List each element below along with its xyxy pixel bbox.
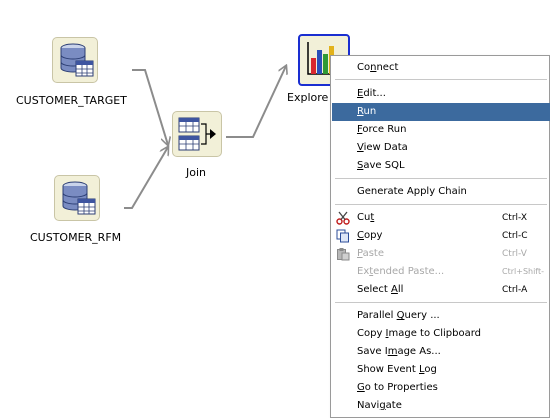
menu-item-connect[interactable]: Connect — [357, 62, 399, 73]
copy-icon — [336, 229, 350, 243]
scissors-icon — [336, 211, 350, 225]
node-label: Join — [186, 166, 207, 179]
menu-item-run[interactable]: Run — [332, 103, 550, 121]
menu-separator — [335, 204, 547, 205]
menu-item-cut[interactable]: Cut Ctrl-X — [332, 209, 550, 227]
menu-item-go-to-properties[interactable]: Go to Properties — [357, 382, 438, 393]
menu-item-edit[interactable]: Edit... — [357, 88, 386, 99]
menu-item-save-sql[interactable]: Save SQL — [357, 160, 405, 171]
menu-item-navigate[interactable]: Navigate — [357, 400, 402, 411]
node-label: Explore — [287, 91, 329, 104]
join-icon[interactable] — [172, 111, 222, 157]
menu-item-select-all[interactable]: Select All Ctrl-A — [357, 284, 528, 295]
menu-item-extended-paste[interactable]: Extended Paste... Ctrl+Shift- — [357, 266, 545, 277]
menu-item-view-data[interactable]: View Data — [357, 142, 408, 153]
menu-item-copy[interactable]: Copy Ctrl-C — [332, 227, 550, 245]
node-label: CUSTOMER_RFM — [30, 231, 122, 244]
paste-icon — [336, 247, 350, 261]
menu-item-show-event-log[interactable]: Show Event Log — [357, 364, 437, 375]
menu-separator — [335, 79, 547, 80]
link-rfm-to-join — [124, 147, 168, 209]
menu-item-parallel-query[interactable]: Parallel Query ... — [357, 310, 440, 321]
menu-separator — [335, 302, 547, 303]
database-table-icon[interactable] — [52, 37, 98, 83]
context-menu: Connect Edit... Run Force Run View Data … — [330, 55, 550, 418]
link-join-to-explore — [226, 66, 286, 138]
menu-item-force-run[interactable]: Force Run — [357, 124, 407, 135]
menu-item-generate-apply-chain[interactable]: Generate Apply Chain — [357, 186, 467, 197]
menu-item-save-image[interactable]: Save Image As... — [357, 346, 441, 357]
database-table-icon[interactable] — [54, 175, 100, 221]
menu-item-paste[interactable]: Paste Ctrl-V — [332, 245, 550, 263]
link-target-to-join — [132, 69, 168, 145]
menu-item-copy-image[interactable]: Copy Image to Clipboard — [357, 328, 482, 339]
node-label: CUSTOMER_TARGET — [16, 94, 127, 107]
menu-separator — [335, 178, 547, 179]
